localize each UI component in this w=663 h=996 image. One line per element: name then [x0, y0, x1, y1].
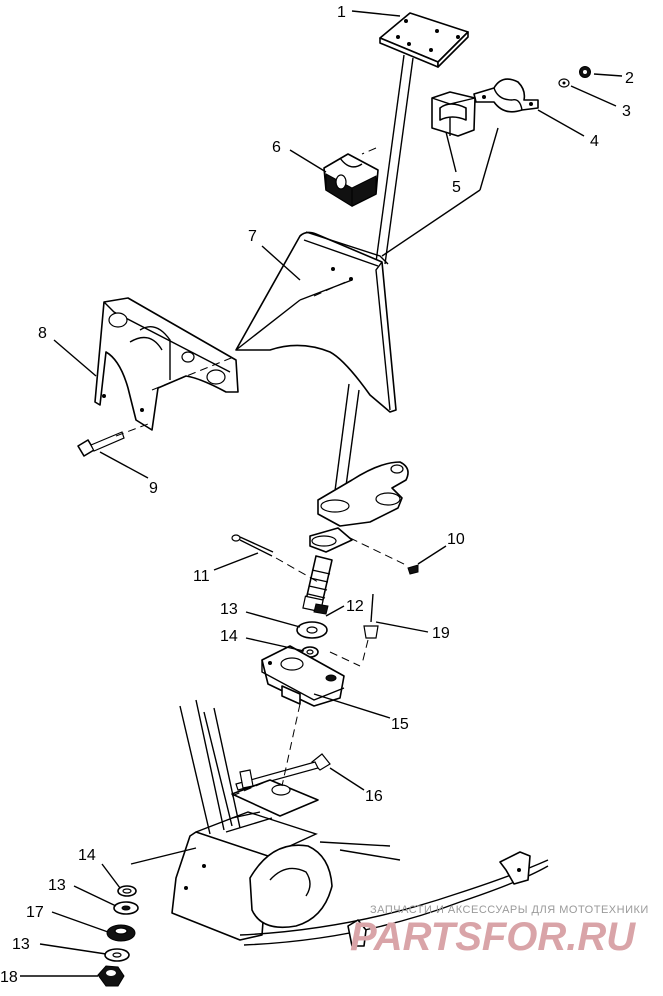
- callout-7: 7: [248, 228, 257, 245]
- callout-9: 9: [149, 480, 158, 497]
- part-6-bushing: [323, 153, 379, 207]
- assembly-dashed-lines: [115, 147, 409, 797]
- callout-13-lower-a: 13: [48, 877, 66, 894]
- callout-11: 11: [193, 568, 210, 585]
- callout-15: 15: [391, 716, 409, 733]
- callout-17: 17: [26, 904, 44, 921]
- part-10-clip: [407, 564, 419, 575]
- steering-arm: [309, 461, 409, 553]
- part-15-lower-block: [261, 645, 345, 707]
- part-13-washer-lower-b: [104, 948, 130, 962]
- callout-leaders: [20, 10, 623, 977]
- part-5-bushing-block: [431, 91, 476, 137]
- part-11-cotter-pin: [231, 534, 274, 557]
- callout-4: 4: [590, 133, 599, 150]
- callout-6: 6: [272, 139, 281, 156]
- part-17-spacer: [106, 924, 136, 942]
- part-1-steering-post-plate: [379, 12, 469, 68]
- part-8-mounting-bracket: [94, 297, 239, 431]
- part-13-washer-upper: [296, 621, 328, 639]
- part-13-washer-lower-a: [113, 901, 139, 915]
- part-9-bolt: [77, 431, 125, 457]
- watermark-logo: PARTSFOR.RU: [350, 915, 636, 959]
- part-3-washer: [558, 78, 570, 88]
- part-2-nut: [579, 66, 591, 78]
- steering-shaft-upper: [375, 54, 414, 265]
- watermark: ЗАПЧАСТИ И АКСЕССУАРЫ ДЛЯ МОТОТЕХНИКИ PA…: [350, 904, 649, 959]
- callout-14-lower: 14: [78, 847, 96, 864]
- part-16-bolt: [235, 753, 331, 791]
- callout-13-upper: 13: [220, 601, 238, 618]
- callout-5: 5: [452, 179, 461, 196]
- callout-1: 1: [337, 4, 346, 21]
- chassis-frame: [171, 811, 549, 947]
- callout-12: 12: [346, 598, 364, 615]
- callout-19: 19: [432, 625, 450, 642]
- part-18-nut: [97, 965, 125, 987]
- part-14-oring-lower: [117, 885, 137, 897]
- callout-2: 2: [625, 70, 634, 87]
- assembly-solid-lines: [130, 127, 499, 865]
- part-19-bolt: [363, 593, 379, 639]
- callout-8: 8: [38, 325, 47, 342]
- callout-16: 16: [365, 788, 383, 805]
- callout-18: 18: [0, 969, 18, 986]
- part-4-clamp: [473, 78, 539, 113]
- callout-13-lower-b: 13: [12, 936, 30, 953]
- callout-3: 3: [622, 103, 631, 120]
- part-12-pin: [313, 603, 329, 615]
- shaft-spring-end: [302, 555, 333, 613]
- callout-10: 10: [447, 531, 465, 548]
- watermark-caption: ЗАПЧАСТИ И АКСЕССУАРЫ ДЛЯ МОТОТЕХНИКИ: [370, 904, 649, 916]
- steering-support-bracket: [235, 231, 397, 413]
- callout-14-upper: 14: [220, 628, 238, 645]
- callout-labels: 1 2 3 4 5 6 7 8 9 10 11 12 13 14 15 16 1…: [0, 4, 634, 986]
- lower-frame-bracket: [179, 699, 319, 835]
